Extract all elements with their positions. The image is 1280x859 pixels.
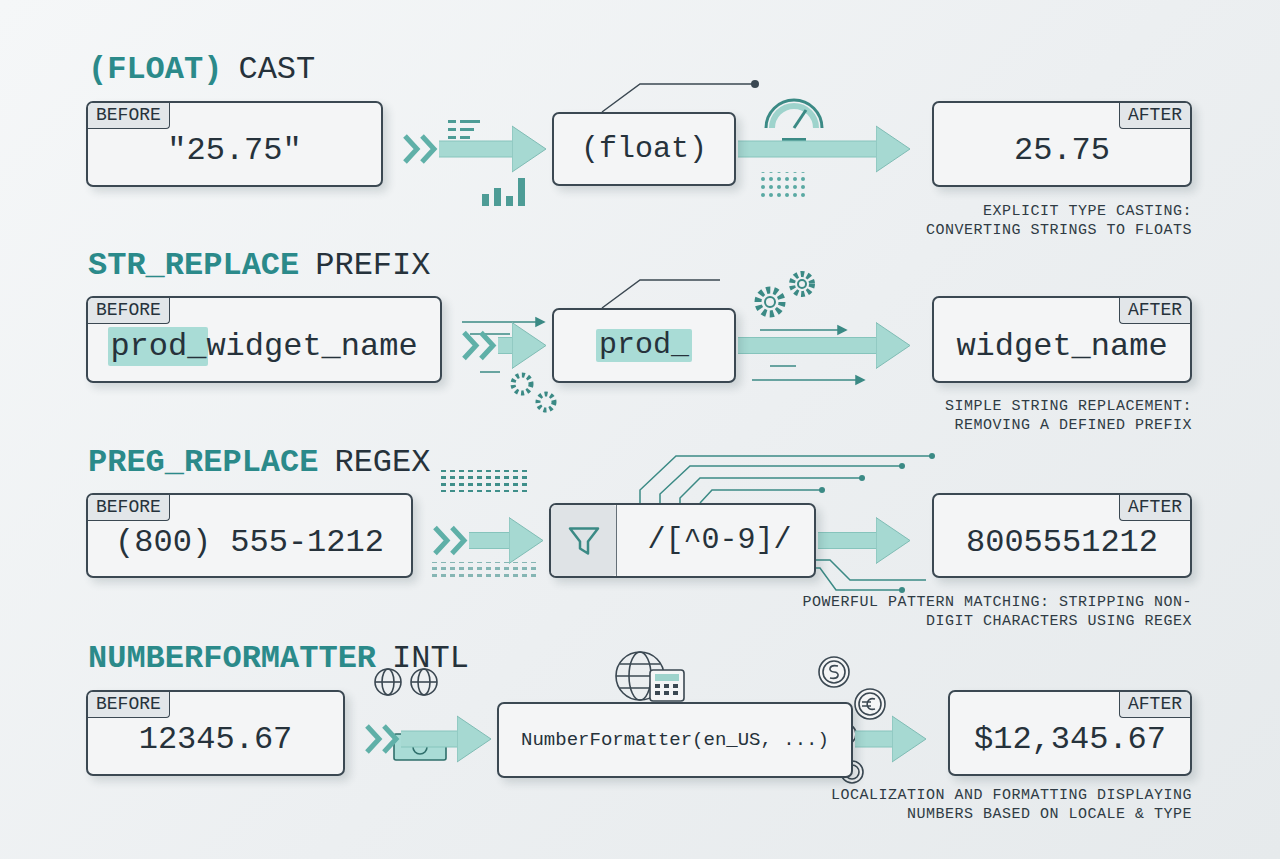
box-tag: BEFORE — [88, 298, 170, 324]
flow-arrow — [738, 338, 876, 354]
row-title-suffix: INTL — [392, 641, 469, 676]
value-text: 8005551212 — [966, 525, 1158, 560]
leader-dot — [751, 80, 759, 88]
transform-box: /[^0-9]/ — [549, 503, 816, 578]
list-icon — [448, 120, 480, 139]
after-box: AFTER 25.75 — [932, 101, 1192, 187]
arrow-shaft — [439, 141, 512, 157]
row-title-suffix: CAST — [238, 52, 315, 87]
caption-note: SIMPLE STRING REPLACEMENT: REMOVING A DE… — [932, 398, 1192, 436]
filter-icon — [551, 505, 617, 576]
value-text: /[^0-9]/ — [647, 524, 791, 557]
row-title-suffix: REGEX — [334, 445, 430, 480]
value-text: $12,345.67 — [974, 722, 1166, 757]
chevron-mark — [405, 136, 434, 162]
dot-grid — [760, 172, 808, 198]
before-box: BEFORE "25.75" — [86, 101, 383, 187]
before-box: BEFORE prod_widget_name — [86, 296, 442, 383]
value-text: (800) 555-1212 — [115, 525, 384, 560]
flow-arrow — [435, 528, 509, 554]
pixel-trail — [438, 470, 528, 492]
value-text: 12345.67 — [139, 722, 293, 757]
value-text: widget_name — [956, 329, 1167, 364]
after-box: AFTER widget_name — [932, 296, 1192, 383]
arrow-shaft — [498, 338, 512, 354]
flow-arrow — [738, 141, 876, 157]
before-box: BEFORE (800) 555-1212 — [86, 493, 413, 578]
flow-arrow — [367, 726, 457, 752]
box-tag: BEFORE — [88, 495, 170, 521]
box-tag: BEFORE — [88, 103, 170, 129]
value-text: NumberFormatter(en_US, ...) — [521, 730, 829, 751]
arrow-shaft — [738, 338, 876, 354]
arrow-shaft — [401, 731, 457, 747]
caption-note: LOCALIZATION AND FORMATTING DISPLAYING N… — [792, 787, 1192, 825]
flow-arrow — [855, 731, 892, 747]
arrow-shaft — [738, 141, 876, 157]
value-text: "25.75" — [167, 133, 301, 168]
chevron-mark — [435, 528, 464, 554]
flow-arrow — [464, 333, 512, 359]
chevron-mark — [464, 333, 493, 359]
flow-arrow — [405, 136, 512, 162]
caption-note: EXPLICIT TYPE CASTING: CONVERTING STRING… — [912, 203, 1192, 241]
row-title: PREG_REPLACE — [88, 445, 318, 480]
arrow-shaft — [818, 533, 876, 549]
box-tag: AFTER — [1119, 692, 1190, 718]
chevron-mark — [367, 726, 396, 752]
box-tag: BEFORE — [88, 692, 170, 718]
gauge-icon — [766, 100, 822, 142]
calculator-icon — [650, 670, 684, 701]
transform-box: (float) — [552, 112, 736, 186]
box-tag: AFTER — [1119, 298, 1190, 324]
row-title: (FLOAT) — [88, 52, 222, 87]
box-tag: AFTER — [1119, 103, 1190, 129]
after-box: AFTER 8005551212 — [932, 493, 1192, 578]
arrow-shaft — [469, 533, 509, 549]
caption-note: POWERFUL PATTERN MATCHING: STRIPPING NON… — [782, 594, 1192, 632]
row-title: STR_REPLACE — [88, 248, 299, 283]
after-box: AFTER $12,345.67 — [948, 690, 1192, 776]
arrow-shaft — [855, 731, 892, 747]
row-title-suffix: PREFIX — [315, 248, 430, 283]
box-tag: AFTER — [1119, 495, 1190, 521]
value-text: prod_ — [596, 329, 692, 362]
leader-line — [602, 280, 720, 308]
pixel-trail — [430, 562, 540, 580]
value-text: (float) — [581, 133, 707, 166]
circuit-nodes — [819, 453, 935, 593]
before-box: BEFORE 12345.67 — [86, 690, 345, 776]
value-text: 25.75 — [1014, 133, 1110, 168]
transform-box: NumberFormatter(en_US, ...) — [497, 702, 853, 778]
transform-box: prod_ — [552, 308, 736, 383]
flow-arrow — [818, 533, 876, 549]
row-title: NUMBERFORMATTER — [88, 641, 376, 676]
leader-line — [602, 84, 752, 112]
bar-chart-icon — [482, 178, 525, 206]
value-text: prod_widget_name — [110, 329, 417, 364]
